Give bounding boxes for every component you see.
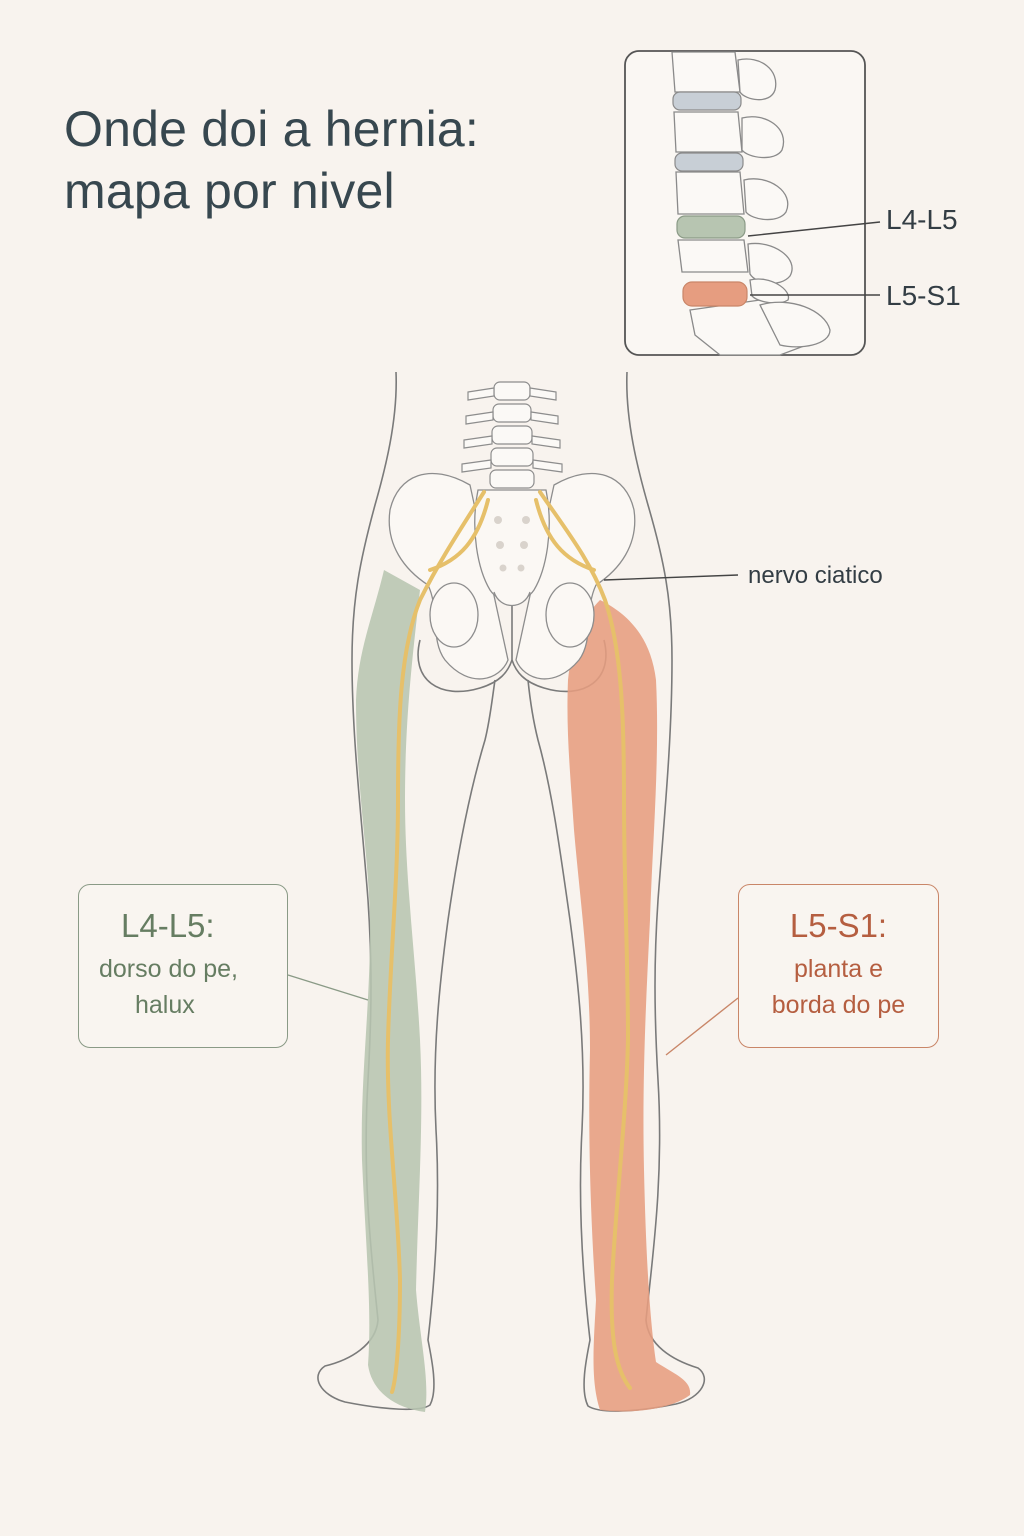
callout-l5s1-line1: planta e [794, 955, 883, 983]
title-line-1: Onde doi a hernia: [64, 101, 480, 157]
inset-label-l4l5: L4-L5 [886, 204, 958, 235]
nerve-label: nervo ciatico [748, 562, 883, 589]
callout-l4l5-heading: L4-L5: [121, 907, 215, 944]
title-line-2: mapa por nivel [64, 163, 395, 219]
callout-l5s1: L5-S1: planta e borda do pe [738, 884, 939, 1048]
callout-l4l5-line2: halux [135, 991, 195, 1019]
spine-inset [624, 50, 881, 356]
inset-label-l5s1: L5-S1 [886, 280, 961, 311]
callout-l4l5-line1: dorso do pe, [99, 955, 238, 983]
callout-l4l5: L4-L5: dorso do pe, halux [78, 884, 288, 1048]
callout-l5s1-line2: borda do pe [771, 991, 906, 1019]
page-title: Onde doi a hernia: mapa por nivel [64, 98, 479, 222]
callout-l5s1-heading: L5-S1: [789, 907, 888, 944]
